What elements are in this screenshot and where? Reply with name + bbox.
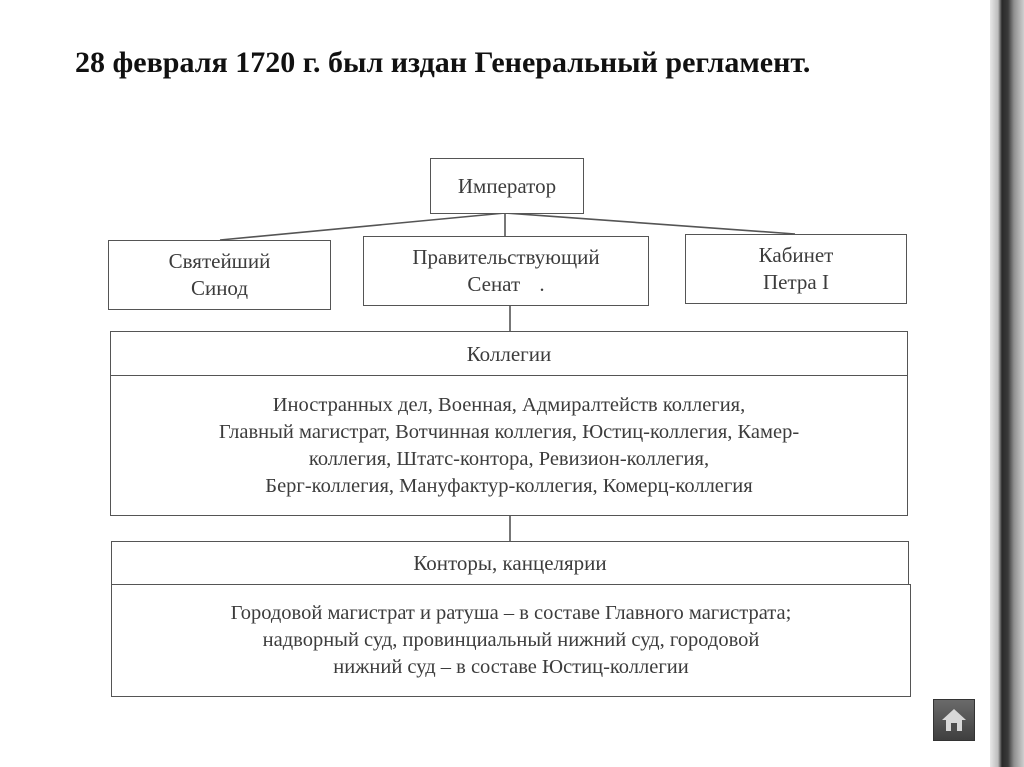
home-icon	[942, 709, 966, 731]
page-title: 28 февраля 1720 г. был издан Генеральный…	[75, 46, 811, 79]
cabinet-label-line2: Петра I	[763, 270, 829, 294]
emperor-box: Император	[430, 158, 584, 214]
offices-title: Конторы, канцелярии	[413, 551, 607, 575]
cabinet-box: Кабинет Петра I	[685, 234, 907, 304]
synod-label-line1: Святейший	[168, 249, 271, 273]
home-button[interactable]	[933, 699, 975, 741]
collegia-line-1: Иностранных дел, Военная, Адмиралтейств …	[272, 393, 746, 416]
connector-emperor-synod	[219, 212, 506, 241]
senate-label-line2-row: Сенат .	[467, 271, 544, 298]
senate-label-line1: Правительствующий	[412, 245, 600, 269]
collegia-line-4: Берг-коллегия, Мануфактур-коллегия, Коме…	[265, 474, 753, 497]
offices-line-2: надворный суд, провинциальный нижний суд…	[262, 629, 760, 651]
senate-label-line2: Сенат	[467, 272, 521, 296]
offices-line-1: Городовой магистрат и ратуша – в составе…	[230, 602, 792, 624]
collegia-line-3: коллегия, Штатс-контора, Ревизион-коллег…	[308, 447, 710, 470]
emperor-label: Император	[457, 173, 557, 198]
synod-label-line2: Синод	[190, 276, 249, 300]
collegia-list: Иностранных дел, Военная, Адмиралтейств …	[110, 375, 908, 516]
collegia-header: Коллегии	[110, 331, 908, 377]
offices-header: Конторы, канцелярии	[111, 541, 909, 586]
offices-list: Городовой магистрат и ратуша – в составе…	[111, 584, 911, 697]
collegia-title: Коллегии	[466, 341, 552, 366]
connector-emperor-cabinet	[504, 212, 796, 235]
synod-box: Святейший Синод	[108, 240, 331, 310]
slide-edge	[990, 0, 1024, 767]
senate-box: Правительствующий Сенат .	[363, 236, 649, 306]
senate-dot: .	[539, 272, 545, 296]
collegia-line-2: Главный магистрат, Вотчинная коллегия, Ю…	[218, 420, 800, 443]
offices-line-3: нижний суд – в составе Юстиц-коллегии	[333, 656, 689, 678]
cabinet-label-line1: Кабинет	[758, 243, 834, 267]
